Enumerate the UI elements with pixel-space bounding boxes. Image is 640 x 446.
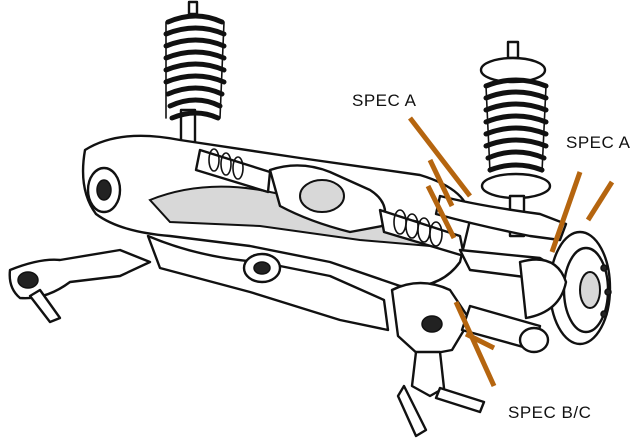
- label-spec-bc: SPEC B/C: [508, 403, 591, 422]
- left-coil-spring: [163, 0, 227, 160]
- arrow-spec-a-right-short: [585, 180, 615, 222]
- arrow-spec-bc-upper: [453, 300, 497, 388]
- right-wheel-hub: [518, 230, 612, 346]
- callout-arrows: [408, 116, 615, 388]
- lower-knuckle: [390, 281, 550, 438]
- label-spec-a-left: SPEC A: [352, 91, 417, 110]
- arrow-spec-a-left-upper: [408, 116, 472, 198]
- arrow-spec-a-right-long: [549, 171, 583, 253]
- left-lower-arm: [8, 248, 152, 324]
- label-spec-a-right: SPEC A: [566, 133, 631, 152]
- arrow-spec-bc-lower: [464, 331, 496, 351]
- arrow-spec-a-left-mid: [427, 158, 455, 208]
- arrow-spec-a-left-lower: [425, 184, 457, 240]
